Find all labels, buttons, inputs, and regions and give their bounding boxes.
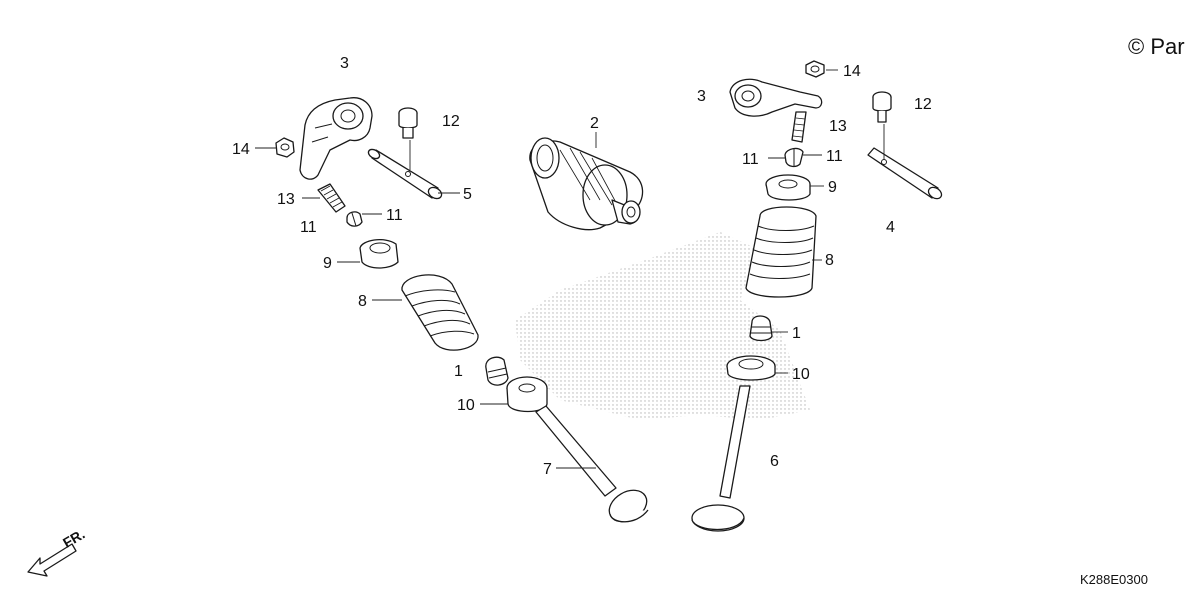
callout-right-10: 10 [792,366,810,383]
spring-seat-right [726,355,776,381]
lock-nut-left [275,137,295,158]
callout-left-8: 8 [358,293,367,310]
bolt-left [398,107,418,139]
lock-nut-right [805,60,825,78]
callout-labels: 3 14 12 13 11 11 5 9 8 1 10 7 2 3 14 12 … [232,55,932,478]
callout-right-12: 12 [914,96,932,113]
adjust-screw-left [317,183,346,213]
spring-retainer-left [359,238,399,269]
callout-right-11a: 11 [742,151,759,168]
diagram-code: K288E0300 [1080,572,1148,587]
spring-retainer-right [765,174,811,201]
camshaft [529,137,644,231]
rocker-shaft-right [867,147,943,200]
callout-left-11b: 11 [386,207,403,224]
valve-spring-left [401,274,479,351]
spring-seat-left [506,376,548,413]
valve-right [691,385,751,532]
callout-left-9: 9 [323,255,332,272]
valve-spring-right [745,206,817,298]
leader-lines [255,69,885,469]
adjust-screw-right [791,111,807,143]
callout-camshaft-2: 2 [590,115,599,132]
copyright-text: © Par [1128,34,1185,59]
callout-right-8: 8 [825,252,834,269]
callout-right-13: 13 [829,118,847,135]
callout-left-12: 12 [442,113,460,130]
callout-right-1: 1 [792,325,801,342]
callout-right-9: 9 [828,179,837,196]
bolt-right [872,91,892,123]
callout-left-1: 1 [454,363,463,380]
cotter-left [346,211,363,227]
callout-right-3: 3 [697,88,706,105]
rocker-arm-left [299,97,373,180]
callout-left-7: 7 [543,461,552,478]
callout-right-4: 4 [886,219,895,236]
stem-seal-left [485,356,509,386]
front-arrow-icon [27,543,77,577]
rocker-shaft-left [367,148,443,200]
callout-left-13: 13 [277,191,295,208]
callout-right-14: 14 [843,63,861,80]
callout-left-10: 10 [457,397,475,414]
stem-seal-right [749,315,773,342]
callout-right-6: 6 [770,453,779,470]
callout-right-11b: 11 [826,148,843,165]
cotter-right [784,147,804,168]
callout-left-11a: 11 [300,219,317,236]
rocker-arm-right [729,78,823,117]
valve-left [535,405,649,523]
callout-left-3: 3 [340,55,349,72]
callout-left-5: 5 [463,186,472,203]
callout-left-14: 14 [232,141,250,158]
